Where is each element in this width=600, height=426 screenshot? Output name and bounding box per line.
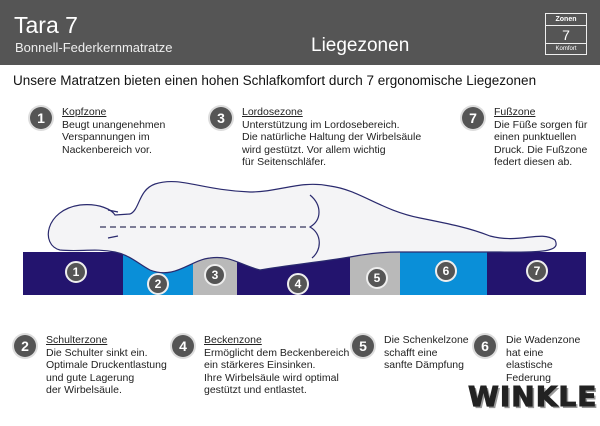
zone-desc-line: hat eine: [506, 346, 544, 359]
intro-text: Unsere Matratzen bieten einen hohen Schl…: [13, 73, 537, 88]
segment-number-7: 7: [526, 260, 548, 282]
segment-number-5: 5: [366, 267, 388, 289]
zone-desc-line: für Seitenschläfer.: [242, 156, 327, 168]
body-mattress-diagram: 1 2 3 4 5 6 7: [0, 170, 600, 300]
zone-desc-line: einen punktuellen: [494, 131, 577, 143]
zone-title: Lordosezone: [242, 106, 303, 118]
zone-note-3: 3 Lordosezone Unterstützung im Lordosebe…: [210, 106, 421, 169]
zone-desc-line: Die Schulter sinkt ein.: [46, 346, 148, 359]
zone-desc-line: elastische Federung: [506, 359, 553, 384]
zone-desc-line: federt diesen ab.: [494, 156, 573, 168]
zone-desc-line: Die Schenkelzone: [384, 334, 469, 346]
zone-desc-line: Ermöglicht dem Beckenbereich: [204, 346, 350, 359]
badge-top: Zonen: [546, 14, 586, 26]
zone-note-7: 7 Fußzone Die Füße sorgen für einen punk…: [462, 106, 587, 169]
zone-note-5: 5 Die Schenkelzone schafft eine sanfte D…: [352, 334, 469, 372]
zone-desc-line: wird gestützt. Vor allem wichtig: [242, 143, 386, 156]
zone-number-badge: 1: [30, 107, 52, 129]
segment-number-1: 1: [65, 261, 87, 283]
zone-title: Schulterzone: [46, 334, 108, 346]
zone-number-badge: 6: [474, 335, 496, 357]
winkle-logo: WINKLE: [467, 380, 598, 414]
zone-desc-line: gestützt und entlastet.: [204, 384, 307, 396]
segment-number-3: 3: [204, 264, 226, 286]
zone-desc-line: der Wirbelsäule.: [46, 384, 122, 396]
zone-desc-line: Die natürliche Haltung der Wirbelsäule: [242, 131, 422, 143]
product-title: Tara 7: [14, 12, 78, 38]
zone-title: Kopfzone: [62, 106, 107, 118]
zone-desc-line: Nackenbereich vor.: [62, 143, 152, 156]
zone-desc-line: Druck. Die Fußzone: [494, 143, 588, 156]
zone-number-badge: 4: [172, 335, 194, 357]
zone-note-6: 6 Die Wadenzone hat eine elastische Fede…: [474, 334, 600, 384]
zone-desc-line: Beugt unangenehmen: [62, 118, 166, 131]
zones-badge: Zonen 7 Komfort: [545, 13, 587, 55]
zone-desc-line: und gute Lagerung: [46, 371, 135, 384]
badge-value: 7: [546, 26, 586, 44]
segment-number-2: 2: [147, 273, 169, 295]
zone-desc-line: Die Wadenzone: [506, 334, 581, 346]
zone-title: Beckenzone: [204, 334, 262, 346]
zone-title: Fußzone: [494, 106, 536, 118]
zone-number-badge: 2: [14, 335, 36, 357]
zone-number-badge: 7: [462, 107, 484, 129]
zone-note-4: 4 Beckenzone Ermöglicht dem Beckenbereic…: [172, 334, 349, 397]
zone-note-1: 1 Kopfzone Beugt unangenehmen Verspannun…: [30, 106, 165, 156]
zone-desc-line: Unterstützung im Lordosebereich.: [242, 118, 400, 131]
zone-number-badge: 5: [352, 335, 374, 357]
zone-desc-line: Ihre Wirbelsäule wird optimal: [204, 371, 339, 384]
zone-desc-line: ein stärkeres Einsinken.: [204, 359, 316, 371]
zone-desc-line: Verspannungen im: [62, 131, 150, 143]
segment-number-6: 6: [435, 260, 457, 282]
zone-number-badge: 3: [210, 107, 232, 129]
zone-desc-line: sanfte Dämpfung: [384, 359, 464, 371]
segment-number-4: 4: [287, 273, 309, 295]
product-subtitle: Bonnell-Federkernmatratze: [15, 40, 173, 55]
zone-desc-line: Die Füße sorgen für: [494, 118, 588, 131]
badge-bottom: Komfort: [555, 46, 577, 52]
header-bar: Tara 7 Bonnell-Federkernmatratze Liegezo…: [0, 0, 600, 65]
zone-desc-line: schafft eine: [384, 346, 438, 359]
zone-note-2: 2 Schulterzone Die Schulter sinkt ein. O…: [14, 334, 167, 397]
zone-desc-line: Optimale Druckentlastung: [46, 359, 167, 371]
section-title: Liegezonen: [311, 35, 410, 56]
